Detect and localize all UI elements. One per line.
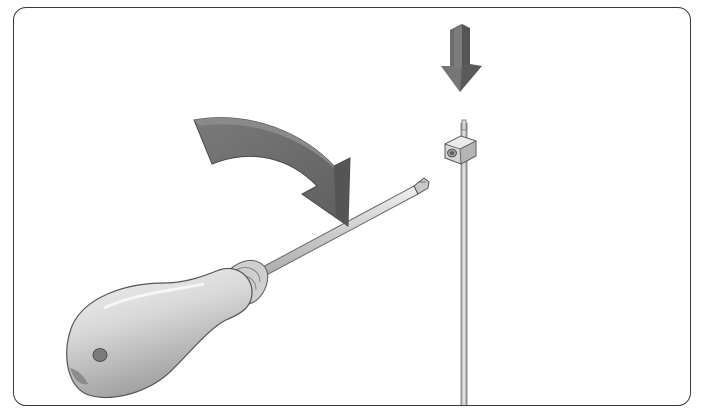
rod-clamp-icon <box>443 135 478 165</box>
assembly-illustration <box>66 24 482 405</box>
screwdriver-handle <box>66 267 253 399</box>
illustration-frame <box>13 7 691 406</box>
push-down-arrow-icon <box>441 24 482 92</box>
vertical-rod <box>460 119 468 405</box>
rotate-clockwise-arrow-icon <box>193 117 351 227</box>
